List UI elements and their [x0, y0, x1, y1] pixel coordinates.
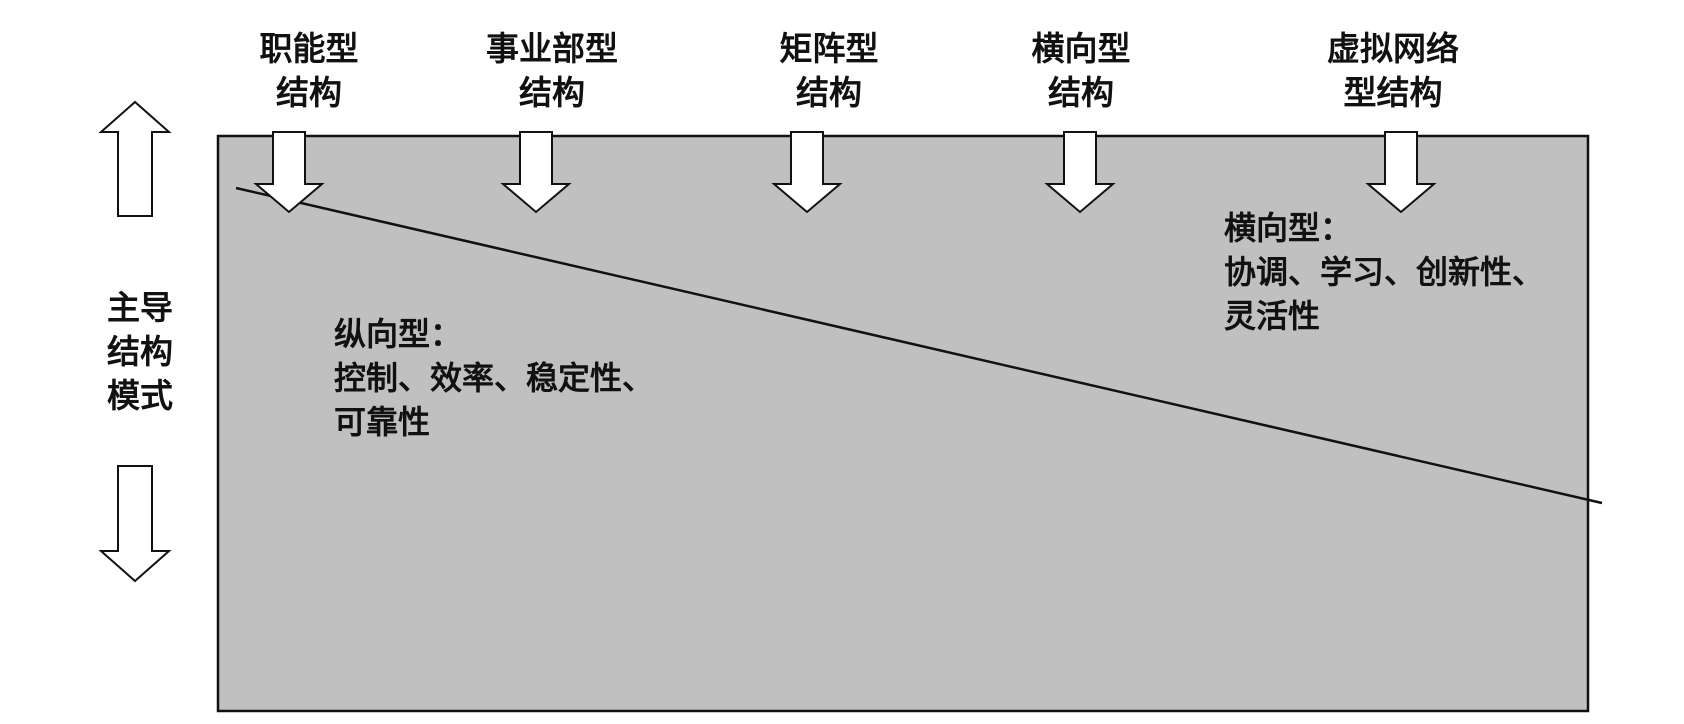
side-axis-line: 模式	[107, 376, 173, 415]
structure-label-line: 结构	[796, 73, 862, 112]
side-axis-line: 结构	[107, 332, 173, 371]
structure-label-line: 事业部型	[486, 29, 618, 68]
structure-label-line: 型结构	[1343, 73, 1443, 112]
down-arrow-icon	[98, 465, 172, 583]
main-panel	[216, 134, 1590, 713]
structure-label-line: 虚拟网络	[1327, 29, 1459, 68]
diagonal-divider	[235, 186, 1603, 505]
structure-label-line: 职能型	[259, 29, 359, 68]
side-axis-label: 主导 结构 模式	[100, 286, 180, 418]
structure-label-matrix: 矩阵型 结构	[719, 27, 939, 115]
horizontal-region-text: 横向型： 协调、学习、创新性、 灵活性	[1224, 206, 1544, 338]
structure-label-line: 结构	[519, 73, 585, 112]
structure-label-horizontal: 横向型 结构	[971, 27, 1191, 115]
horizontal-region-title: 横向型：	[1224, 209, 1353, 247]
side-axis-line: 主导	[107, 288, 173, 327]
vertical-region-title: 纵向型：	[334, 315, 463, 353]
vertical-region-text: 纵向型： 控制、效率、稳定性、 可靠性	[334, 312, 654, 444]
structure-label-virtual-network: 虚拟网络 型结构	[1283, 27, 1503, 115]
down-arrow-icon	[1044, 131, 1116, 214]
horizontal-region-line: 协调、学习、创新性、	[1224, 253, 1545, 291]
down-arrow-icon	[500, 131, 572, 214]
structure-label-line: 矩阵型	[779, 29, 879, 68]
down-arrow-icon	[253, 131, 325, 214]
structure-label-line: 结构	[276, 73, 342, 112]
down-arrow-icon	[1365, 131, 1437, 214]
structure-label-line: 横向型	[1031, 29, 1131, 68]
vertical-region-line: 可靠性	[334, 403, 431, 441]
down-arrow-icon	[771, 131, 843, 214]
structure-label-divisional: 事业部型 结构	[442, 27, 662, 115]
vertical-region-line: 控制、效率、稳定性、	[334, 359, 655, 397]
structure-label-functional: 职能型 结构	[199, 27, 419, 115]
structure-label-line: 结构	[1048, 73, 1114, 112]
horizontal-region-line: 灵活性	[1224, 297, 1321, 335]
up-arrow-icon	[98, 100, 172, 217]
